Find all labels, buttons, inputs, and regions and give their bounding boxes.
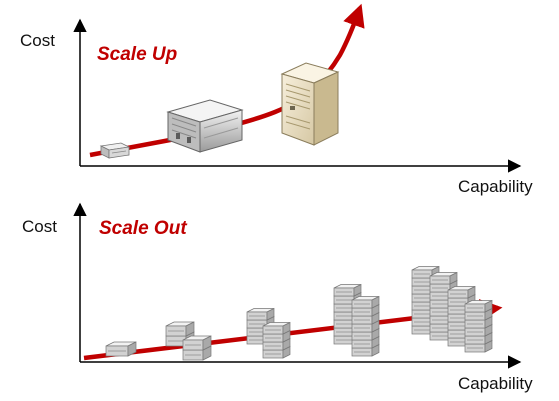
x-axis-label: Capability [458, 374, 533, 393]
rack-server-icon [166, 99, 244, 153]
scale-out-panel: Cost Capability Scale Out [22, 202, 533, 393]
small-server-icon [165, 321, 195, 337]
server-cluster-3 [246, 307, 291, 359]
small-server-icon [246, 307, 275, 321]
small-server-icon [182, 335, 212, 351]
y-axis-label: Cost [22, 217, 57, 236]
server-cluster-4 [333, 283, 380, 357]
small-server-icon [99, 142, 131, 159]
small-server-icon [333, 283, 362, 297]
scale-out-title: Scale Out [99, 218, 187, 239]
scale-up-panel: Cost Capability Scale Up [20, 3, 533, 196]
server-cluster-5 [411, 265, 493, 353]
x-axis-label: Capability [458, 177, 533, 196]
server-cluster-1 [105, 341, 137, 357]
small-server-icon [351, 295, 380, 309]
y-axis-label: Cost [20, 31, 55, 50]
small-server-icon [411, 265, 440, 279]
scale-up-title: Scale Up [97, 44, 177, 65]
server-cluster-2 [165, 321, 212, 361]
small-server-icon [447, 285, 476, 299]
small-server-icon [429, 271, 458, 285]
small-server-icon [262, 321, 291, 335]
small-server-icon [105, 341, 137, 357]
small-server-icon [464, 299, 493, 313]
tower-server-icon [280, 62, 340, 146]
